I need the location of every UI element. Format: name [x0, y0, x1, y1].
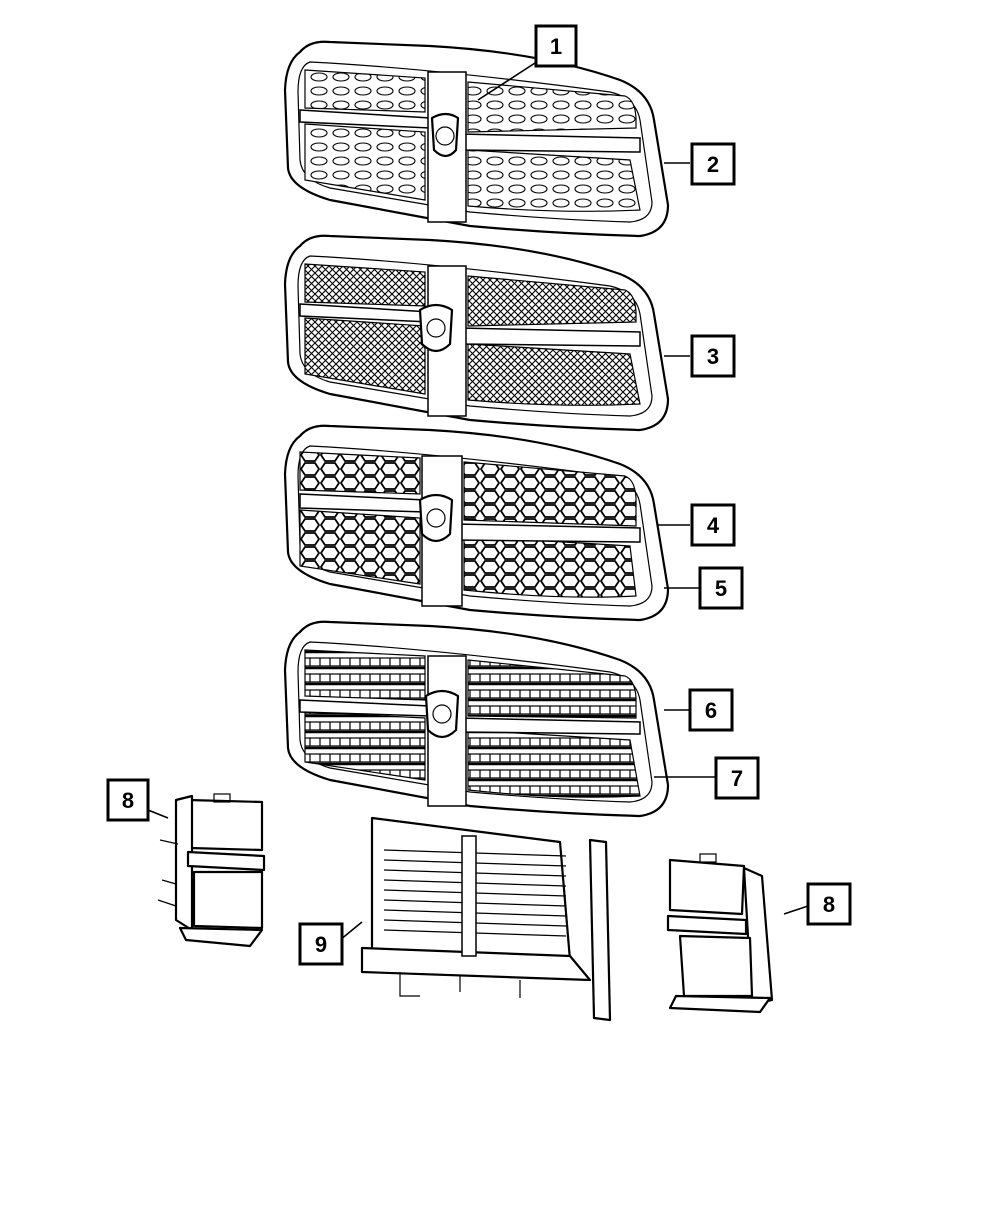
callout-2-label: 2 — [707, 152, 719, 177]
air-duct-left — [157, 793, 266, 948]
callout-8-left-label: 8 — [122, 788, 134, 813]
callout-5: 5 — [698, 566, 744, 610]
active-grille-shutter — [360, 816, 612, 1022]
callout-5-label: 5 — [715, 576, 727, 601]
callout-8-right-label: 8 — [823, 892, 835, 917]
callout-2: 2 — [690, 142, 736, 186]
callout-8-right: 8 — [806, 882, 852, 926]
callout-7: 7 — [714, 756, 760, 800]
callout-3: 3 — [690, 334, 736, 378]
callout-9-label: 9 — [315, 932, 327, 957]
callout-6: 6 — [688, 688, 734, 732]
air-duct-right — [666, 853, 774, 1014]
grille-fine-mesh — [283, 234, 670, 432]
callout-1-label: 1 — [550, 34, 562, 59]
callout-8-left: 8 — [106, 778, 150, 822]
callout-7-label: 7 — [731, 766, 743, 791]
callout-4-label: 4 — [707, 513, 720, 538]
callout-3-label: 3 — [707, 344, 719, 369]
callout-6-label: 6 — [705, 698, 717, 723]
leader-lines — [147, 62, 809, 941]
grille-louvered — [283, 620, 670, 818]
callout-4: 4 — [690, 503, 736, 547]
callout-1: 1 — [534, 24, 578, 68]
grille-oval-mesh — [283, 40, 670, 238]
grille-honeycomb — [283, 424, 670, 622]
callout-9: 9 — [298, 922, 344, 966]
